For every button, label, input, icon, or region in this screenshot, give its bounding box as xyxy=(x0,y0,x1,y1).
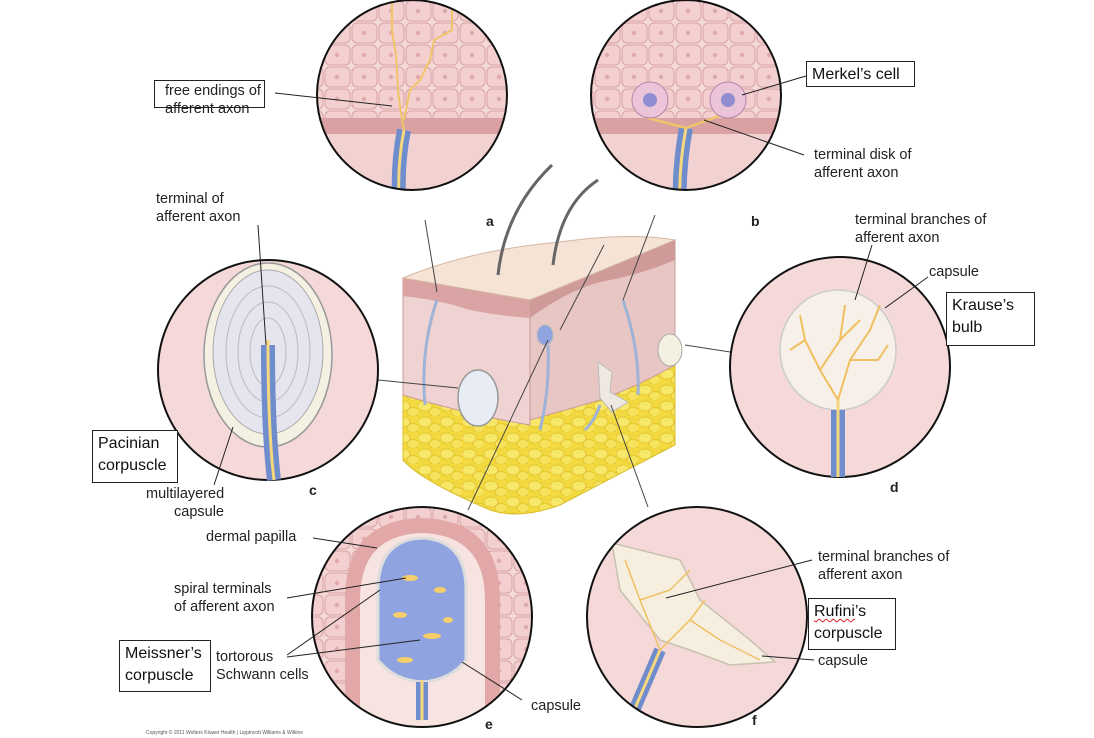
terminal-branches-d-line1: terminal branches of xyxy=(855,212,987,228)
panel-b-merkel xyxy=(590,0,782,191)
terminal-disk-label: terminal disk of afferent axon xyxy=(814,146,912,182)
panel-e-meissner xyxy=(311,506,533,728)
meissner-corpuscle-box: Meissner’s corpuscle xyxy=(119,640,211,692)
capsule-d-label: capsule xyxy=(929,264,979,280)
krause-bulb-box: Krause’s bulb xyxy=(946,292,1035,346)
spiral-line2: of afferent axon xyxy=(174,599,275,615)
free-endings-line2: afferent axon xyxy=(165,101,250,117)
pacinian-corpuscle-box: Pacinian corpuscle xyxy=(92,430,178,483)
terminal-branches-d-line2: afferent axon xyxy=(855,230,940,246)
terminal-branches-f-line1: terminal branches of xyxy=(818,549,950,565)
dermal-papilla-label: dermal papilla xyxy=(206,529,297,545)
meissner-line2: corpuscle xyxy=(125,667,194,684)
tortorous-line1: tortorous xyxy=(216,649,274,665)
terminal-afferent-line2: afferent axon xyxy=(156,209,241,225)
free-endings-line1: free endings of xyxy=(165,83,261,99)
meissner-line1: Meissner’s xyxy=(125,645,202,662)
merkel-cell-label: Merkel’s cell xyxy=(812,66,900,83)
terminal-disk-line1: terminal disk of xyxy=(814,147,912,163)
connector-lines xyxy=(377,214,731,511)
rufini-corpuscle-box: Rufini’s corpuscle xyxy=(808,598,896,650)
skin-block xyxy=(401,163,683,515)
panel-letter-d: d xyxy=(890,479,899,495)
merkel-cell-box: Merkel’s cell xyxy=(806,61,915,87)
tortorous-line2: Schwann cells xyxy=(216,667,309,683)
pacinian-line1: Pacinian xyxy=(98,435,160,452)
panel-d-krause xyxy=(729,256,951,478)
free-endings-box xyxy=(154,80,265,108)
spiral-terminals-label: spiral terminals of afferent axon xyxy=(174,580,275,616)
terminal-branches-d-label: terminal branches of afferent axon xyxy=(855,211,986,247)
rufini-line2: corpuscle xyxy=(814,625,883,642)
copyright-text: Copyright © 2011 Wolters Kluwer Health |… xyxy=(146,730,303,736)
capsule-f-label: capsule xyxy=(818,653,868,669)
pacinian-line2: corpuscle xyxy=(98,457,167,474)
panel-c-pacinian xyxy=(157,259,379,481)
terminal-afferent-label: terminal of afferent axon xyxy=(156,190,240,226)
panel-letter-f: f xyxy=(752,712,757,728)
terminal-disk-line2: afferent axon xyxy=(814,165,899,181)
multilayered-line1: multilayered xyxy=(146,486,225,502)
panel-letter-c: c xyxy=(309,482,317,498)
leader-lines xyxy=(213,75,929,701)
krause-line2: bulb xyxy=(952,319,983,336)
multilayered-line2: capsule xyxy=(174,504,224,520)
free-endings-label: free endings of afferent axon xyxy=(165,82,261,118)
spiral-line1: spiral terminals xyxy=(174,581,272,597)
panel-letter-e: e xyxy=(485,716,493,732)
panel-f-ruffini xyxy=(586,506,808,728)
terminal-afferent-line1: terminal of xyxy=(156,191,224,207)
multilayered-capsule-label: multilayered capsule xyxy=(146,485,224,521)
terminal-branches-f-label: terminal branches of afferent axon xyxy=(818,548,949,584)
terminal-branches-f-line2: afferent axon xyxy=(818,567,903,583)
tortorous-label: tortorous Schwann cells xyxy=(216,648,309,684)
panel-letter-a: a xyxy=(486,213,494,229)
panel-a-free-endings xyxy=(316,0,508,191)
rufini-line1: Rufini’s xyxy=(814,601,890,623)
capsule-e-label: capsule xyxy=(531,698,581,714)
rufini-line1-name: Rufini xyxy=(814,603,855,620)
panel-letter-b: b xyxy=(751,213,760,229)
rufini-line1-suffix: ’s xyxy=(854,603,867,620)
krause-line1: Krause’s xyxy=(952,297,1014,314)
